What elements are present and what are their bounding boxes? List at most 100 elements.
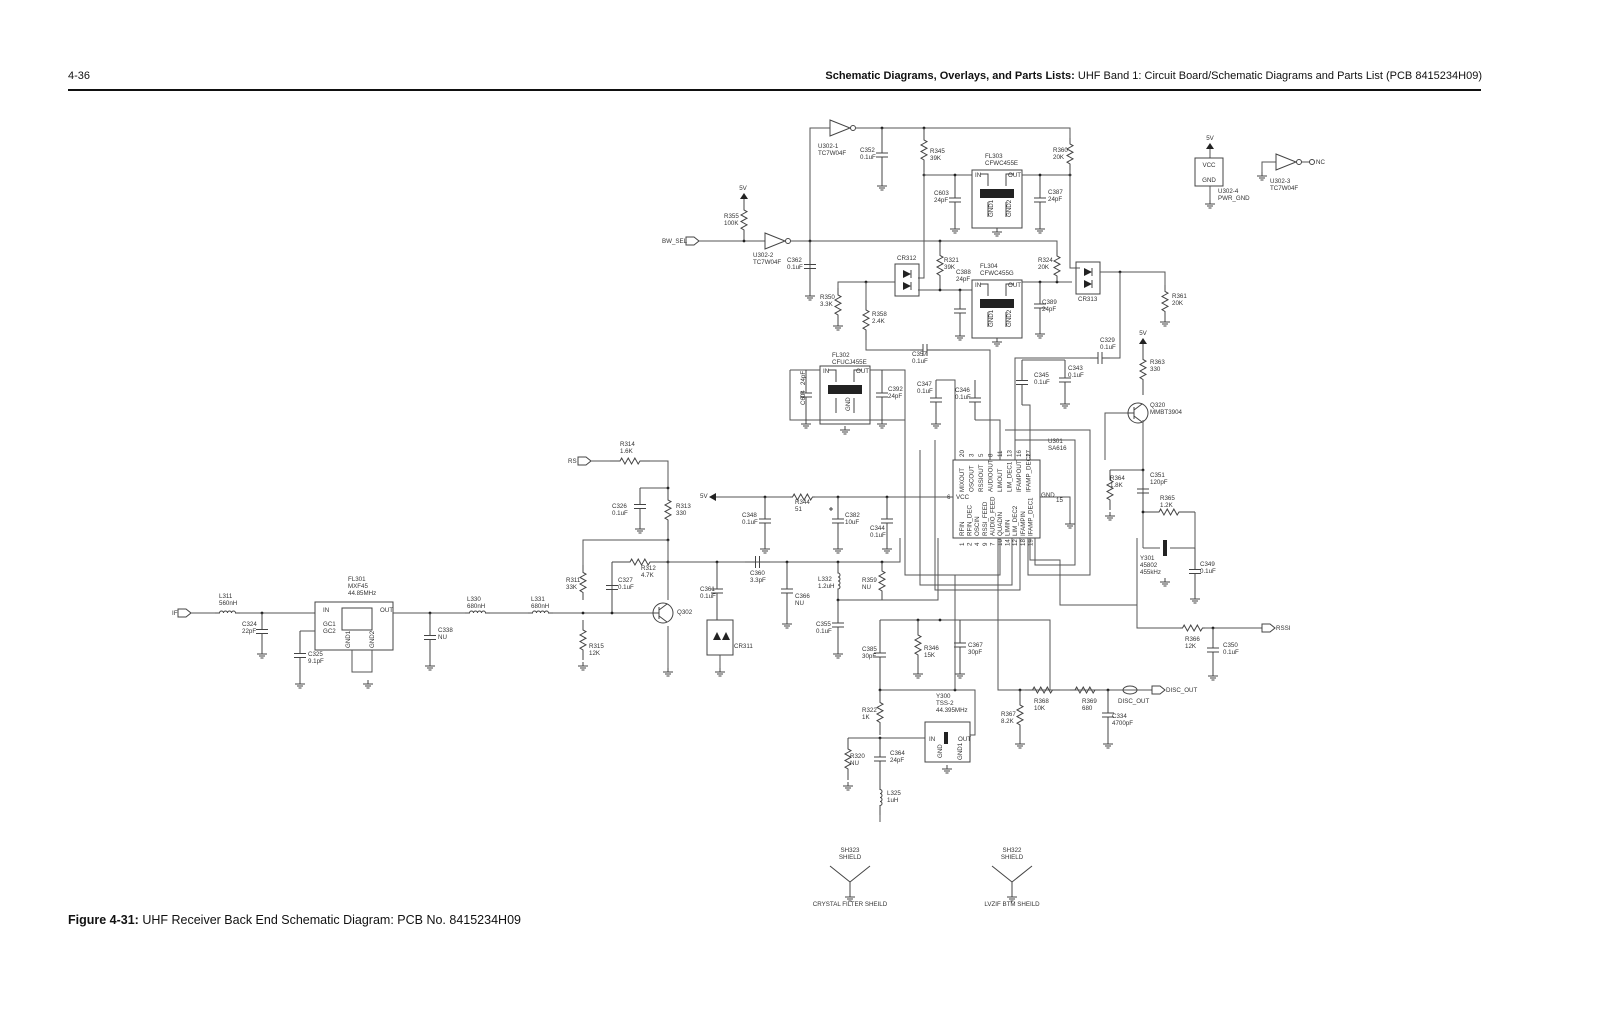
part-ref-r360: R360 bbox=[1053, 147, 1068, 154]
ground-icon bbox=[1035, 225, 1045, 234]
part-ref-u302_2: U302-2 bbox=[753, 252, 774, 259]
ground-icon bbox=[801, 420, 811, 429]
ic-u301 bbox=[952, 459, 1041, 539]
capacitor-symbol bbox=[711, 562, 723, 620]
capacitor-symbol bbox=[1102, 690, 1114, 740]
capacitor-symbol bbox=[1059, 360, 1071, 400]
pin-label-gnd: GND bbox=[845, 397, 852, 411]
part-value-r369: 680 bbox=[1082, 705, 1093, 712]
part-value-l331: 680nH bbox=[531, 603, 549, 610]
part-value-l325: 1uH bbox=[887, 797, 898, 804]
resistor-symbol bbox=[1065, 138, 1075, 170]
part-value-r368: 10K bbox=[1034, 705, 1046, 712]
junction-dot bbox=[1038, 173, 1042, 177]
part-ref-c343: C343 bbox=[1068, 365, 1083, 372]
part-value-c357: 0.1uF bbox=[912, 358, 928, 365]
pin-label-gnd1: GND1 bbox=[957, 742, 964, 760]
pin-label-in: IN bbox=[823, 368, 829, 375]
pin-label-gnd: GND bbox=[1202, 177, 1216, 184]
capacitor-symbol bbox=[874, 738, 886, 780]
inverter-bubble bbox=[785, 238, 791, 244]
capacitor-symbol bbox=[954, 290, 966, 332]
resistor-symbol bbox=[1105, 470, 1115, 510]
part-value-fl302: CFUCJ455E bbox=[832, 359, 867, 366]
ic-pin-number: 9 bbox=[982, 542, 989, 546]
inductor-symbol bbox=[528, 610, 553, 614]
shield-description: LVZIF BTM SHEILD bbox=[984, 901, 1040, 908]
resistor-symbol bbox=[1143, 507, 1195, 517]
ic-pin-number: 15 bbox=[1056, 497, 1063, 504]
port-connector bbox=[1261, 623, 1276, 633]
part-value-l332: 1.2uH bbox=[818, 583, 835, 590]
part-ref-c367: C367 bbox=[968, 642, 983, 649]
part-value-c366: NU bbox=[795, 600, 804, 607]
part-value-l330: 680nH bbox=[467, 603, 485, 610]
inductor-symbol bbox=[879, 780, 883, 815]
wire bbox=[997, 538, 1152, 691]
ground-icon bbox=[715, 668, 725, 677]
nc-terminal-icon bbox=[1309, 159, 1315, 165]
capacitor-symbol bbox=[930, 380, 942, 420]
part-ref-c338: C338 bbox=[438, 627, 453, 634]
junction-dot bbox=[742, 239, 746, 243]
port-label-if: IF bbox=[172, 610, 178, 617]
part-ref-cr311: CR311 bbox=[734, 643, 753, 650]
ic-pin-label: IFAMP_DEC2 bbox=[1026, 453, 1033, 492]
ground-icon bbox=[931, 420, 941, 429]
filter-element bbox=[980, 189, 1014, 198]
part-ref-r366: R366 bbox=[1185, 636, 1200, 643]
crystal-array bbox=[341, 607, 373, 631]
part-ref-r311: R311 bbox=[566, 577, 581, 584]
part-value-c352: 0.1uF bbox=[860, 154, 876, 161]
diode-cr312 bbox=[894, 263, 920, 297]
part-ref-l311: L311 bbox=[219, 593, 233, 600]
part-ref-r313: R313 bbox=[676, 503, 691, 510]
diode-cr313 bbox=[1075, 261, 1101, 295]
filter-pins bbox=[980, 283, 1014, 327]
capacitor-symbol bbox=[634, 488, 646, 525]
part-value-c382: 10uF bbox=[845, 519, 859, 526]
ground-icon bbox=[760, 545, 770, 554]
ground-icon bbox=[877, 182, 887, 191]
resistor-symbol bbox=[861, 300, 871, 340]
part-ref-r324: R324 bbox=[1038, 257, 1053, 264]
capacitor-symbol bbox=[876, 128, 888, 182]
ground-icon bbox=[992, 228, 1002, 237]
capacitor-symbol bbox=[606, 562, 618, 613]
capacitor-symbol bbox=[1189, 548, 1201, 595]
part-ref-cr313: CR313 bbox=[1078, 296, 1098, 303]
port-connector bbox=[177, 608, 192, 618]
inductor-symbol bbox=[215, 610, 240, 614]
pin-label-gnd2: GND2 bbox=[369, 630, 376, 648]
part-ref-c382: C382 bbox=[845, 512, 860, 519]
part-ref-c352: C352 bbox=[860, 147, 875, 154]
wire bbox=[1022, 404, 1031, 460]
pin-label-gnd1: GND1 bbox=[345, 630, 352, 648]
header-rule bbox=[68, 89, 1481, 91]
part-ref-r320: R320 bbox=[850, 753, 865, 760]
part-value-u302_2: TC7W04F bbox=[753, 259, 781, 266]
part-value-c344: 0.1uF bbox=[870, 532, 886, 539]
filter-element bbox=[980, 299, 1014, 308]
part-ref-fl304: FL304 bbox=[980, 263, 998, 270]
part-value-c389: 24pF bbox=[1042, 306, 1056, 313]
header-title-rest: UHF Band 1: Circuit Board/Schematic Diag… bbox=[1074, 70, 1482, 82]
ic-pin-number: 14 bbox=[1005, 539, 1012, 546]
part-value-r321: 39K bbox=[944, 264, 956, 271]
supply-5v-label: 5V bbox=[739, 185, 747, 192]
capacitor-symbol bbox=[1137, 470, 1149, 512]
part-value-y301: 45802 bbox=[1140, 562, 1158, 569]
transistor-leads bbox=[1125, 403, 1143, 423]
resistor-symbol bbox=[1138, 344, 1148, 395]
part-value-r311: 33K bbox=[566, 584, 578, 591]
pin-label-gnd1: GND1 bbox=[988, 309, 995, 327]
part-value-c367: 30pF bbox=[968, 649, 982, 656]
pin-label-gnd2: GND2 bbox=[1006, 199, 1013, 217]
part-freq-y301: 455kHz bbox=[1140, 569, 1161, 576]
diode-cr311 bbox=[706, 619, 734, 656]
part-ref-c347: C347 bbox=[917, 381, 932, 388]
ground-icon bbox=[882, 545, 892, 554]
ground-icon bbox=[1015, 740, 1025, 749]
nc-label: NC bbox=[1316, 159, 1325, 166]
part-ref-y300: Y300 bbox=[936, 693, 951, 700]
